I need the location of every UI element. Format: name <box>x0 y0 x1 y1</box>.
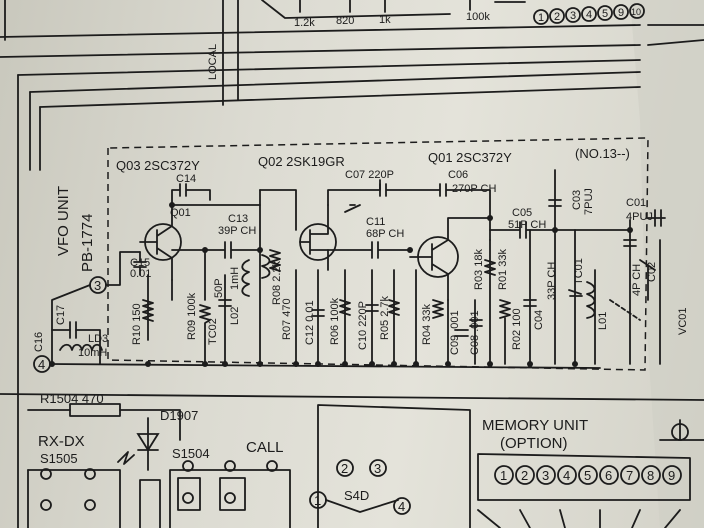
c10-label: C10 220P <box>357 301 369 350</box>
top-pin-2: 2 <box>554 11 560 23</box>
section-number: (NO.13--) <box>575 146 630 161</box>
r07-label: R07 470 <box>281 298 293 340</box>
c09-label: C09 .001 <box>449 310 461 355</box>
r04-label: R04 33k <box>421 304 433 345</box>
tc01-label: TC01 <box>573 258 585 285</box>
q02-label: Q02 2SK19GR <box>258 154 345 169</box>
r02-label: R02 100 <box>511 308 523 350</box>
terminal-3-label: 3 <box>94 278 101 293</box>
c01-label: C01 <box>626 197 646 209</box>
c06-value: 270P CH <box>452 183 496 195</box>
top-r1-label: 1.2k <box>294 17 315 29</box>
l02-label: L02 <box>229 307 241 325</box>
memory-unit-label: MEMORY UNIT <box>482 417 588 434</box>
ld3-label: LD3 <box>88 333 108 345</box>
page-fold <box>630 0 704 528</box>
mem-pin-7: 7 <box>626 468 633 483</box>
c13-label: C13 <box>228 213 248 225</box>
vc01-label: VC01 <box>677 307 689 335</box>
top-pin-4: 4 <box>586 9 592 21</box>
s4d-pin-4: 4 <box>398 499 405 514</box>
c17-label: C17 <box>55 305 67 325</box>
ld3-value: 10mH <box>78 347 107 359</box>
vfo-unit-part: PB-1774 <box>79 214 96 272</box>
r08-label: R08 2.2k <box>271 260 283 305</box>
s4d-pin-1: 1 <box>314 493 321 508</box>
c13-value: 39P CH <box>218 225 256 237</box>
c05-value: 51P CH <box>508 219 546 231</box>
mem-pin-8: 8 <box>647 468 654 483</box>
c02-label: C02 <box>646 262 658 282</box>
r03-label: R03 18k <box>473 249 485 290</box>
r05-label: R05 2.7k <box>379 295 391 340</box>
c03-label: C03 <box>571 190 583 210</box>
vfo-wiring <box>49 169 666 369</box>
tc02-value: 50P <box>213 278 225 298</box>
c14-q01-label: Q01 <box>170 207 191 219</box>
c02-value: 4P CH <box>631 264 643 296</box>
s1505-label: S1505 <box>40 451 78 466</box>
memory-connector <box>494 465 682 485</box>
c04-label: C04 <box>533 310 545 330</box>
c12-label: C12 0.01 <box>304 300 316 345</box>
top-r4-label: 100k <box>466 11 490 23</box>
tc02-label: TC02 <box>207 318 219 345</box>
mem-pin-3: 3 <box>542 468 549 483</box>
local-label: LOCAL <box>207 44 219 80</box>
c15-value: 0.01 <box>130 268 151 280</box>
s4d-pin-2: 2 <box>341 461 348 476</box>
top-r2-label: 820 <box>336 15 354 27</box>
l02-value: 1mH <box>229 267 241 290</box>
rx-dx-label: RX-DX <box>38 433 85 450</box>
r10-label: R10 150 <box>131 303 143 345</box>
l01-label: L01 <box>597 312 609 330</box>
mem-pin-6: 6 <box>605 468 612 483</box>
q03-label: Q03 2SC372Y <box>116 158 200 173</box>
c15-label: C15 <box>130 257 150 269</box>
r1504-label: R1504 470 <box>40 391 104 406</box>
c01-value: 4PUJ <box>626 211 653 223</box>
s4d-pin-3: 3 <box>374 461 381 476</box>
memory-option-label: (OPTION) <box>500 435 568 452</box>
top-pin-1: 1 <box>538 12 544 24</box>
top-pin-9: 9 <box>618 7 624 19</box>
top-pin-10: 10 <box>631 7 641 17</box>
call-label: CALL <box>246 439 284 456</box>
vfo-unit-title: VFO UNIT <box>55 186 72 256</box>
mem-pin-1: 1 <box>500 468 507 483</box>
mem-pin-2: 2 <box>521 468 528 483</box>
top-connector <box>533 3 645 25</box>
c11-value: 68P CH <box>366 228 404 240</box>
s4d-label: S4D <box>344 488 369 503</box>
q01-label: Q01 2SC372Y <box>428 150 512 165</box>
c08-label: C08 .001 <box>469 310 481 355</box>
mem-pin-4: 4 <box>563 468 570 483</box>
c14-label: C14 <box>176 173 196 185</box>
c04-value: 33P CH <box>546 262 558 300</box>
vfo-unit-boundary <box>107 137 649 371</box>
c03-value: 7PUJ <box>583 188 595 215</box>
top-pin-5: 5 <box>602 8 608 20</box>
r09-label: R09 100k <box>186 292 198 340</box>
mem-pin-5: 5 <box>584 468 591 483</box>
r06-label: R06 100k <box>329 297 341 345</box>
junction-dots <box>49 202 633 367</box>
c06-label: C06 <box>448 169 468 181</box>
bottom-wiring <box>0 393 704 528</box>
c16-label: C16 <box>33 332 45 352</box>
terminal-4-label: 4 <box>38 357 45 372</box>
c11-label: C11 <box>366 216 385 228</box>
c07-label: C07 220P <box>345 169 394 181</box>
top-pin-3: 3 <box>570 10 576 22</box>
r01-label: R01 33k <box>497 249 509 290</box>
d1907-label: D1907 <box>160 408 198 423</box>
top-r3-label: 1k <box>379 14 391 26</box>
mem-pin-9: 9 <box>668 468 675 483</box>
c05-label: C05 <box>512 207 532 219</box>
s1504-label: S1504 <box>172 446 210 461</box>
